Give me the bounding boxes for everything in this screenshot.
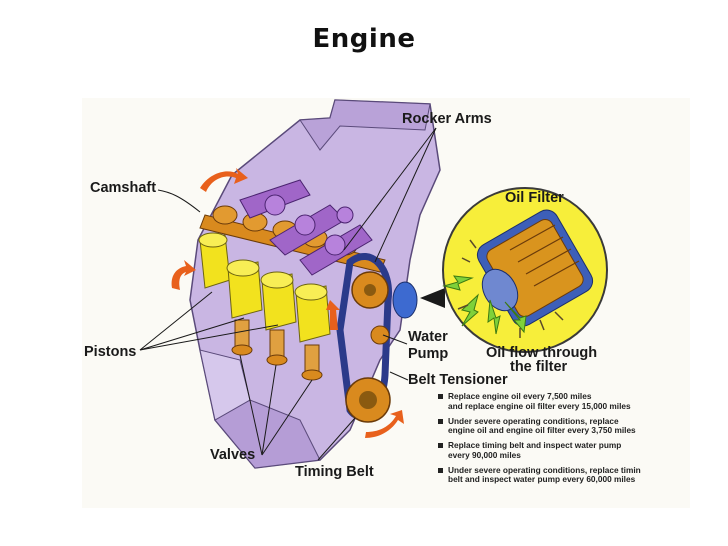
valves-label: Valves [210, 447, 256, 463]
water-pump-label-line1: Water [408, 329, 448, 345]
water-pump-label-line2: Pump [408, 346, 449, 362]
maintenance-tip: Replace timing belt and inspect water pu… [438, 440, 688, 461]
oil-flow-label-line2: the filter [510, 359, 568, 375]
maintenance-tip: Replace engine oil every 7,500 miles and… [438, 391, 688, 412]
timing-belt [336, 253, 392, 423]
maintenance-tip: Under severe operating conditions, repla… [438, 465, 688, 486]
oil-filter-label: Oil Filter [505, 190, 564, 206]
leader-lines [139, 127, 437, 461]
maintenance-tip: Under severe operating conditions, repla… [438, 416, 688, 437]
maintenance-tips-list: Replace engine oil every 7,500 miles and… [438, 391, 688, 490]
water-pump [392, 281, 418, 319]
slide-title: Engine [312, 24, 416, 54]
motion-arrows [171, 168, 404, 438]
rocker-arms-label: Rocker Arms [402, 111, 492, 127]
oil-flow-label-line1: Oil flow through [486, 345, 598, 361]
pistons-label: Pistons [84, 344, 137, 360]
camshaft-label: Camshaft [90, 180, 157, 196]
valves [231, 319, 323, 381]
pistons [198, 232, 331, 343]
belt-tensioner-label: Belt Tensioner [408, 372, 508, 388]
timing-belt-label: Timing Belt [295, 464, 374, 480]
callout-arrow [420, 288, 445, 308]
oil-filter-inset [442, 187, 608, 353]
